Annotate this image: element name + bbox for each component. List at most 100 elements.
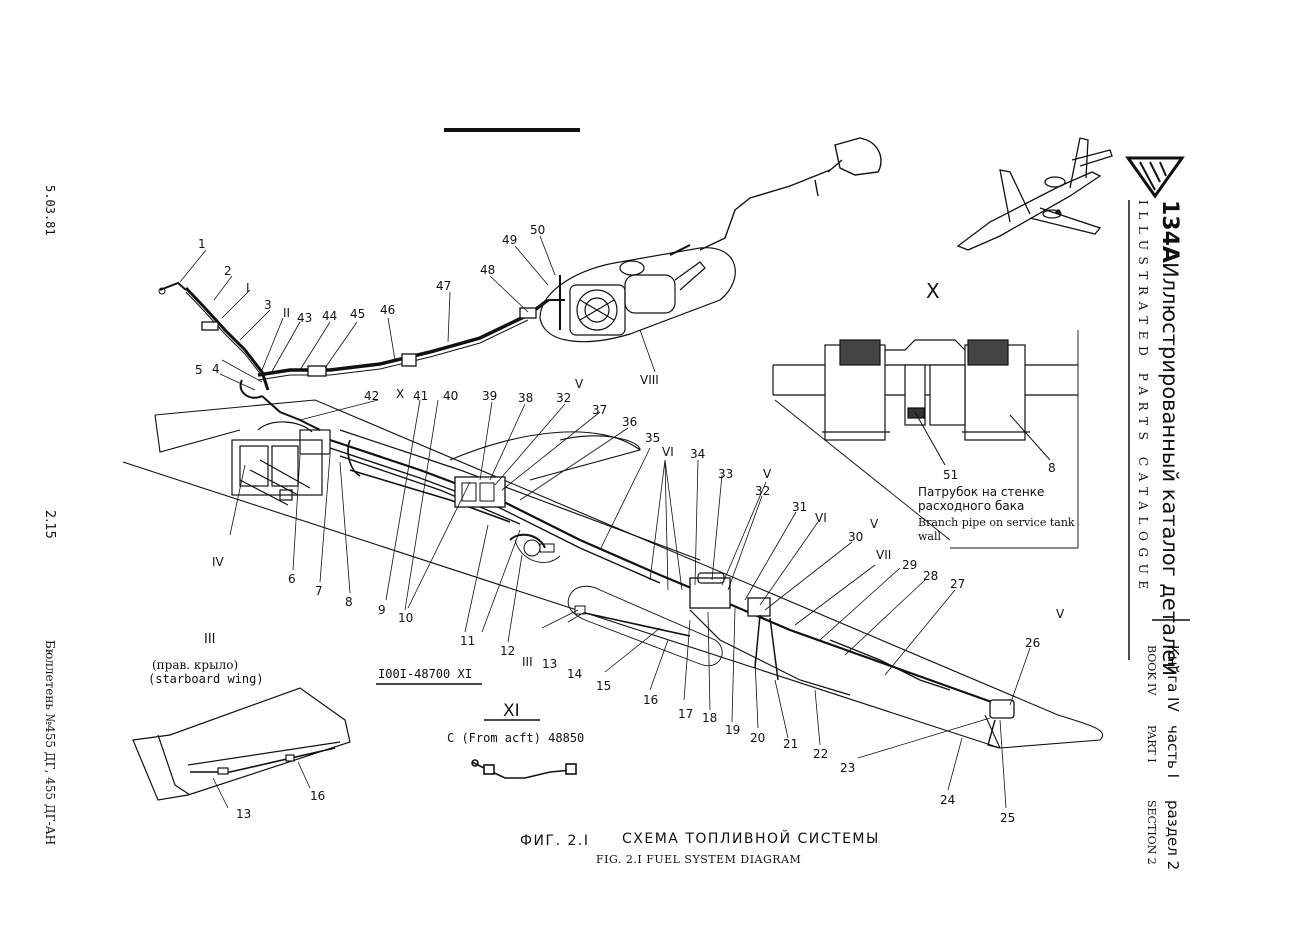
wing-outline — [122, 399, 1103, 749]
callout-9: 9 — [378, 603, 386, 617]
catalog-title-ru: Иллюстрированный каталог деталей — [1158, 262, 1182, 676]
callout-1: 1 — [198, 237, 206, 251]
callout-14: 14 — [567, 667, 582, 681]
callout-32-upper: 32 — [556, 391, 571, 405]
margin-date: 5.03.81 — [43, 185, 57, 236]
callout-41: 41 — [413, 389, 428, 403]
callout-50: 50 — [530, 223, 545, 237]
margin-bulletin: Бюллетень №455 ДГ, 455 ДГ-АН — [43, 640, 57, 845]
callout-42: 42 — [364, 389, 379, 403]
callout-13-detail: 13 — [236, 807, 251, 821]
callout-roman-V-c: V — [870, 517, 879, 531]
callout-34: 34 — [690, 447, 705, 461]
detail-x-section — [772, 330, 1079, 549]
part-en: PART I — [1145, 725, 1158, 763]
detail-x-title: X — [926, 279, 940, 303]
callout-43: 43 — [297, 311, 312, 325]
callout-16-detail: 16 — [310, 789, 325, 803]
callout-39: 39 — [482, 389, 497, 403]
callout-26: 26 — [1025, 636, 1040, 650]
callout-roman-VII: VII — [876, 548, 891, 562]
effectivity-note: I00I-48700 XI — [378, 667, 472, 681]
callout-roman-VIII: VIII — [640, 373, 659, 387]
callout-47: 47 — [436, 279, 451, 293]
callout-roman-III: III — [522, 655, 533, 669]
callout-29: 29 — [902, 558, 917, 572]
callout-6: 6 — [288, 572, 296, 586]
detail-iii-region-outline — [514, 539, 723, 667]
callout-roman-V-b: V — [763, 467, 772, 481]
callout-49: 49 — [502, 233, 517, 247]
callout-12: 12 — [500, 644, 515, 658]
callout-38: 38 — [518, 391, 533, 405]
section-en: SECTION 2 — [1145, 800, 1158, 865]
callout-16: 16 — [643, 693, 658, 707]
callout-roman-IV: IV — [212, 555, 225, 569]
book-ru: Книга IV — [1164, 645, 1182, 712]
detail-xi-pipe — [471, 759, 577, 779]
book-en: BOOK IV — [1145, 645, 1158, 696]
callout-11: 11 — [460, 634, 475, 648]
callout-8: 8 — [345, 595, 353, 609]
callout-24: 24 — [940, 793, 955, 807]
detail-iii-wing — [132, 687, 351, 809]
detail-xi-title: XI — [503, 701, 520, 721]
book-part-section: Книга IV BOOK IV часть I PART I раздел 2… — [1145, 645, 1182, 870]
callout-45: 45 — [350, 307, 365, 321]
callout-19: 19 — [725, 723, 740, 737]
callout-46: 46 — [380, 303, 395, 317]
margin-page: 2.15 — [42, 510, 57, 539]
part-ru: часть I — [1164, 725, 1182, 778]
callout-25: 25 — [1000, 811, 1015, 825]
callout-23: 23 — [840, 761, 855, 775]
figure-caption-number: ФИГ. 2.I — [520, 833, 589, 849]
callout-roman-II: II — [283, 306, 290, 320]
leader-lines — [179, 235, 1031, 809]
callout-8-detail: 8 — [1048, 461, 1056, 475]
aircraft-silhouette — [956, 137, 1113, 251]
callout-2: 2 — [224, 264, 232, 278]
callout-18: 18 — [702, 711, 717, 725]
detail-iii-title: III — [204, 632, 216, 647]
callout-31: 31 — [792, 500, 807, 514]
callout-10: 10 — [398, 611, 413, 625]
callout-22: 22 — [813, 747, 828, 761]
callout-32-lower: 32 — [755, 484, 770, 498]
figure-caption-ru: СХЕМА ТОПЛИВНОЙ СИСТЕМЫ — [622, 829, 880, 847]
callout-44: 44 — [322, 309, 337, 323]
callout-7: 7 — [315, 584, 323, 598]
callout-35: 35 — [645, 431, 660, 445]
vent-line — [699, 137, 882, 251]
callout-40: 40 — [443, 389, 458, 403]
detail-x-notes: Патрубок на стенке расходного бака Branc… — [918, 485, 1075, 543]
detail-iii-note-en: (starboard wing) — [148, 672, 264, 686]
callout-17: 17 — [678, 707, 693, 721]
callout-48: 48 — [480, 263, 495, 277]
callout-20: 20 — [750, 731, 765, 745]
service-tank-block — [231, 421, 331, 506]
callout-3: 3 — [264, 298, 272, 312]
callout-36: 36 — [622, 415, 637, 429]
callout-roman-I: I — [246, 281, 250, 295]
callout-21: 21 — [783, 737, 798, 751]
callout-roman-X: X — [396, 387, 404, 401]
callout-13: 13 — [542, 657, 557, 671]
callout-30: 30 — [848, 530, 863, 544]
main-feed-pipe — [158, 281, 550, 431]
detail-x-note-ru: Патрубок на стенке расходного бака — [918, 485, 1045, 513]
callout-4: 4 — [212, 362, 220, 376]
callout-37: 37 — [592, 403, 607, 417]
callout-27: 27 — [950, 577, 965, 591]
callout-roman-VI-a: VI — [662, 445, 674, 459]
section-ru: раздел 2 — [1164, 800, 1182, 870]
callout-roman-VI-b: VI — [815, 511, 827, 525]
callout-51: 51 — [943, 468, 958, 482]
callout-15: 15 — [596, 679, 611, 693]
catalog-logo — [1125, 156, 1185, 199]
figure-caption-en: FIG. 2.I FUEL SYSTEM DIAGRAM — [596, 853, 801, 866]
top-mark-bar — [444, 128, 580, 132]
detail-x-note-en: Branch pipe on service tank wall — [918, 516, 1075, 543]
callout-5: 5 — [195, 363, 203, 377]
wing-pipe-bundle — [329, 429, 1015, 749]
